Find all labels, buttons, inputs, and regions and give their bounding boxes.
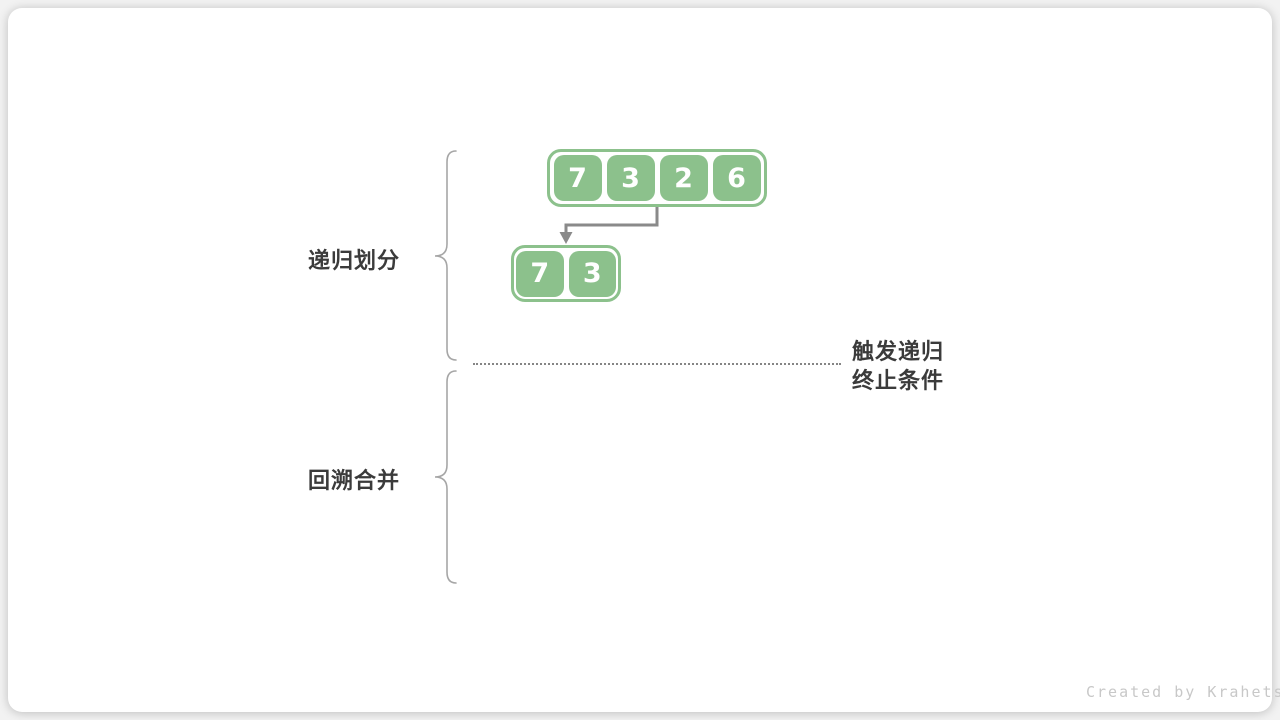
termination-dotted-line [473, 363, 841, 365]
label-backtrack-merge: 回溯合并 [308, 468, 401, 493]
array-container-top: 7 3 2 6 [547, 149, 767, 207]
brace-backtrack-merge [432, 370, 458, 584]
label-termination-line1: 触发递归 [852, 339, 945, 364]
array-cell: 6 [712, 155, 761, 201]
array-cell: 7 [516, 250, 564, 297]
watermark-credit: Created by Krahets [1086, 683, 1280, 701]
label-termination-line2: 终止条件 [852, 368, 945, 393]
brace-recursive-divide [432, 150, 458, 361]
array-cell: 2 [659, 155, 708, 201]
label-termination-condition: 触发递归 终止条件 [852, 337, 944, 395]
diagram-card: 7 3 2 6 7 3 递归划分 回溯合并 [8, 8, 1280, 712]
array-cell: 3 [606, 155, 655, 201]
array-cell: 7 [553, 155, 602, 201]
array-cell: 3 [568, 250, 616, 297]
label-recursive-divide: 递归划分 [308, 248, 401, 273]
array-container-left-half: 7 3 [511, 245, 621, 302]
